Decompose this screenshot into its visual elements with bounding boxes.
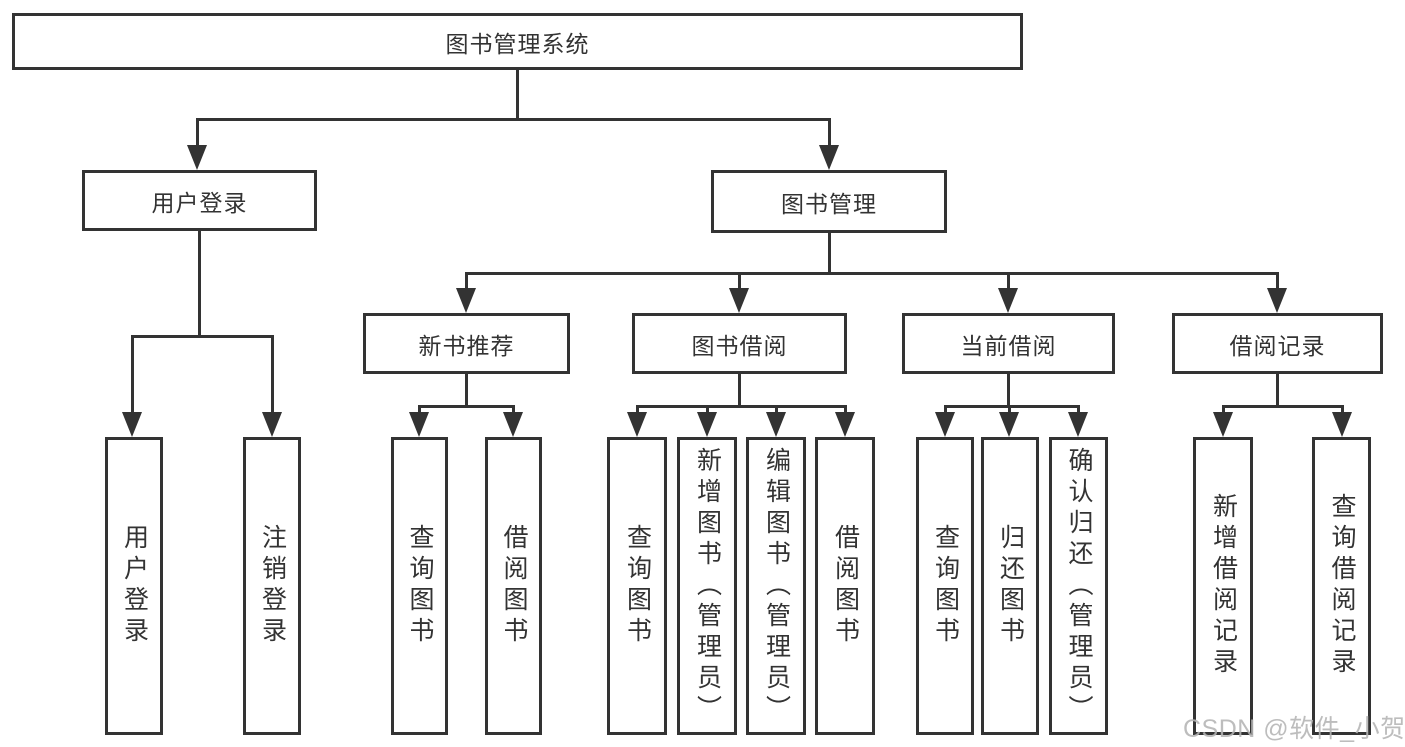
- csdn-watermark: CSDN @软件_小贺同学: [1183, 715, 1405, 743]
- leaf-add-books-admin-label: 新增图书（管理员）: [693, 446, 722, 726]
- arrow-down-icon: [998, 288, 1018, 313]
- arrow-down-icon: [122, 412, 142, 437]
- arrow-down-icon: [819, 145, 839, 170]
- leaf-return-books: 归还图书: [981, 437, 1039, 735]
- node-new-book-recommend: 新书推荐: [363, 313, 570, 374]
- connector-current-borrow-rail: [944, 405, 1080, 408]
- connector-current-borrow-drop: [1007, 374, 1010, 407]
- connector-drop-borrow-records: [1276, 272, 1279, 293]
- arrow-down-icon: [835, 412, 855, 437]
- connector-drop-leaf: [1008, 405, 1011, 417]
- connector-user-login-rail: [131, 335, 274, 338]
- leaf-query-borrow-record: 查询借阅记录: [1312, 437, 1371, 735]
- arrow-down-icon: [456, 288, 476, 313]
- node-book-borrowing: 图书借阅: [632, 313, 847, 374]
- leaf-edit-books-admin: 编辑图书（管理员）: [746, 437, 806, 735]
- connector-drop-leaf-logout: [271, 335, 274, 415]
- node-user-login-label: 用户登录: [151, 189, 248, 216]
- connector-drop-leaf: [512, 405, 515, 417]
- connector-drop-book-borrow: [738, 272, 741, 293]
- connector-user-login-drop: [198, 231, 201, 337]
- arrow-down-icon: [766, 412, 786, 437]
- leaf-query-books-1-label: 查询图书: [406, 524, 434, 648]
- connector-drop-new-book: [465, 272, 468, 293]
- leaf-edit-books-admin-label: 编辑图书（管理员）: [762, 446, 791, 726]
- node-current-borrowing-label: 当前借阅: [960, 332, 1057, 359]
- leaf-query-books-3: 查询图书: [916, 437, 974, 735]
- node-new-book-recommend-label: 新书推荐: [418, 332, 515, 359]
- leaf-query-books-3-label: 查询图书: [931, 524, 960, 648]
- leaf-borrow-books-2-label: 借阅图书: [831, 524, 860, 648]
- leaf-add-books-admin: 新增图书（管理员）: [677, 437, 737, 735]
- leaf-logout: 注销登录: [243, 437, 301, 735]
- leaf-confirm-return-admin-label: 确认归还（管理员）: [1065, 446, 1093, 726]
- connector-book-borrow-rail: [636, 405, 847, 408]
- leaf-borrow-books-1: 借阅图书: [485, 437, 542, 735]
- arrow-down-icon: [503, 412, 523, 437]
- arrow-down-icon: [1213, 412, 1233, 437]
- node-user-login: 用户登录: [82, 170, 317, 231]
- arrow-down-icon: [409, 412, 429, 437]
- node-current-borrowing: 当前借阅: [902, 313, 1115, 374]
- arrow-down-icon: [999, 412, 1019, 437]
- connector-root-drop: [516, 70, 519, 120]
- node-book-management: 图书管理: [711, 170, 947, 233]
- arrow-down-icon: [935, 412, 955, 437]
- leaf-query-borrow-record-label: 查询借阅记录: [1328, 493, 1356, 679]
- connector-drop-leaf: [1077, 405, 1080, 417]
- connector-drop-leaf: [775, 405, 778, 417]
- node-root-system: 图书管理系统: [12, 13, 1023, 70]
- connector-book-borrow-drop: [738, 374, 741, 407]
- connector-level1-rail: [196, 118, 831, 121]
- leaf-query-books-2: 查询图书: [607, 437, 667, 735]
- connector-drop-current-borrow: [1007, 272, 1010, 293]
- arrow-down-icon: [1267, 288, 1287, 313]
- connector-drop-leaf: [636, 405, 639, 417]
- arrow-down-icon: [187, 145, 207, 170]
- leaf-logout-label: 注销登录: [258, 524, 287, 648]
- connector-drop-leaf: [706, 405, 709, 417]
- connector-borrow-records-rail: [1222, 405, 1344, 408]
- connector-drop-leaf: [944, 405, 947, 417]
- connector-drop-leaf: [418, 405, 421, 417]
- connector-new-book-rail: [418, 405, 515, 408]
- arrow-down-icon: [1068, 412, 1088, 437]
- connector-drop-leaf: [1341, 405, 1344, 417]
- connector-drop-book-mgmt: [828, 118, 831, 150]
- arrow-down-icon: [1332, 412, 1352, 437]
- node-borrowing-records-label: 借阅记录: [1229, 332, 1326, 359]
- connector-drop-leaf-login: [131, 335, 134, 415]
- leaf-query-books-2-label: 查询图书: [623, 524, 652, 648]
- connector-new-book-drop: [465, 374, 468, 407]
- node-book-borrowing-label: 图书借阅: [691, 332, 788, 359]
- leaf-query-books-1: 查询图书: [391, 437, 448, 735]
- arrow-down-icon: [627, 412, 647, 437]
- connector-level2-rail: [465, 272, 1279, 275]
- connector-book-mgmt-drop: [828, 233, 831, 274]
- arrow-down-icon: [262, 412, 282, 437]
- leaf-user-login-label: 用户登录: [120, 524, 149, 648]
- arrow-down-icon: [729, 288, 749, 313]
- leaf-confirm-return-admin: 确认归还（管理员）: [1049, 437, 1108, 735]
- leaf-borrow-books-1-label: 借阅图书: [500, 524, 528, 648]
- leaf-user-login: 用户登录: [105, 437, 163, 735]
- leaf-add-borrow-record-label: 新增借阅记录: [1209, 493, 1238, 679]
- leaf-add-borrow-record: 新增借阅记录: [1193, 437, 1253, 735]
- node-root-label: 图书管理系统: [445, 30, 590, 57]
- leaf-borrow-books-2: 借阅图书: [815, 437, 875, 735]
- node-book-management-label: 图书管理: [781, 190, 877, 217]
- connector-drop-leaf: [844, 405, 847, 417]
- connector-borrow-records-drop: [1276, 374, 1279, 407]
- arrow-down-icon: [697, 412, 717, 437]
- connector-drop-user-login: [196, 118, 199, 150]
- leaf-return-books-label: 归还图书: [996, 524, 1025, 648]
- node-borrowing-records: 借阅记录: [1172, 313, 1383, 374]
- connector-drop-leaf: [1222, 405, 1225, 417]
